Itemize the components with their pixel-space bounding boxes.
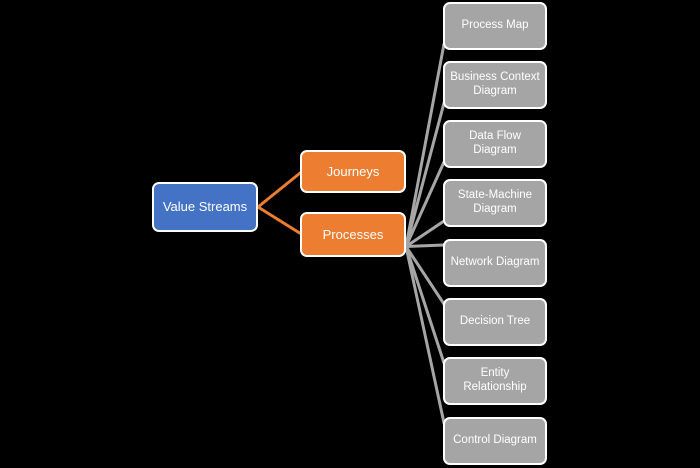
node-label: Business Context Diagram [450, 71, 540, 97]
node-label: Network Diagram [450, 256, 540, 269]
node-label: Value Streams [162, 199, 248, 215]
connector-root-to-branch-1 [256, 205, 304, 236]
connector-root-to-branch-0 [256, 170, 304, 209]
node-journeys[interactable]: Journeys [300, 150, 406, 193]
node-entity-relationship[interactable]: Entity Relationship [443, 357, 547, 405]
node-processes[interactable]: Processes [300, 212, 406, 257]
node-label: Decision Tree [459, 315, 531, 328]
node-label: Entity Relationship [463, 367, 527, 393]
connector-processes-to-leaf-4 [404, 243, 446, 248]
node-value-streams[interactable]: Value Streams [152, 182, 258, 232]
connector-processes-to-leaf-7 [404, 245, 446, 425]
node-label: State-Machine Diagram [457, 189, 533, 215]
node-business-context-diagram[interactable]: Business Context Diagram [443, 61, 547, 109]
node-control-diagram[interactable]: Control Diagram [443, 417, 547, 465]
node-label: Data Flow Diagram [469, 130, 521, 156]
connector-processes-to-leaf-5 [404, 245, 446, 306]
node-label: Processes [322, 226, 384, 242]
node-decision-tree[interactable]: Decision Tree [443, 298, 547, 346]
connector-processes-to-leaf-6 [404, 245, 446, 365]
connector-processes-to-leaf-0 [404, 42, 446, 248]
node-process-map[interactable]: Process Map [443, 2, 547, 50]
connector-processes-to-leaf-1 [404, 101, 446, 248]
node-state-machine-diagram[interactable]: State-Machine Diagram [443, 179, 547, 227]
connector-processes-to-leaf-3 [404, 219, 446, 248]
node-label: Control Diagram [453, 434, 537, 447]
node-label: Process Map [461, 19, 529, 32]
node-label: Journeys [326, 163, 380, 179]
node-network-diagram[interactable]: Network Diagram [443, 239, 547, 287]
node-data-flow-diagram[interactable]: Data Flow Diagram [443, 120, 547, 168]
connector-processes-to-leaf-2 [404, 160, 446, 248]
